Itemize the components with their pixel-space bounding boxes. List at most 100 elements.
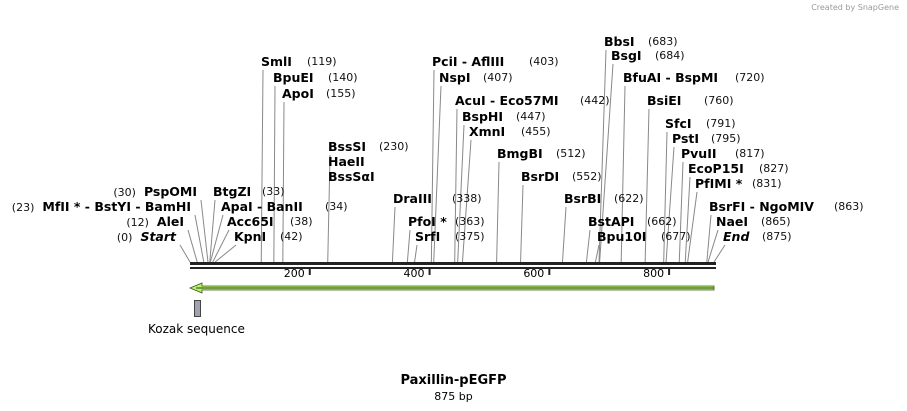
- site-position: (155): [326, 87, 356, 100]
- site-label-bsrfi[interactable]: BsrFI - NgoMIV(863): [709, 200, 864, 214]
- enzyme-name: BfuAI - BspMI: [623, 70, 719, 85]
- enzyme-name: ApoI: [282, 86, 314, 101]
- enzyme-name: BsiEI: [647, 93, 682, 108]
- site-label-sfci[interactable]: SfcI(791): [665, 117, 736, 131]
- site-label-bsphi[interactable]: BspHI(447): [462, 109, 546, 124]
- leader-line: [598, 49, 607, 263]
- enzyme-name: PfIMI *: [695, 176, 743, 191]
- site-label-bsgi[interactable]: BsgI(684): [611, 49, 685, 63]
- enzyme-name: AcuI - Eco57MI: [455, 93, 559, 108]
- site-label-smli[interactable]: SmlI(119): [261, 54, 337, 69]
- site-label-bsiei[interactable]: BsiEI(760): [647, 93, 734, 108]
- enzyme-name: BssSI: [328, 139, 367, 154]
- leader-line: [687, 191, 698, 263]
- site-position: (403): [529, 55, 559, 68]
- enzyme-name: PvuII: [681, 146, 717, 161]
- site-label-xmni[interactable]: XmnI(455): [469, 124, 551, 139]
- site-position: (791): [706, 117, 736, 130]
- enzyme-name: End: [723, 229, 750, 244]
- site-label-acui[interactable]: AcuI - Eco57MI (442): [455, 93, 610, 108]
- site-label-start[interactable]: (0)Start: [117, 230, 176, 245]
- site-label-srfi[interactable]: SrfI (375): [415, 229, 485, 244]
- site-position: (0): [116, 231, 133, 244]
- site-position: (375): [455, 230, 485, 243]
- sequence-length: 875 bp: [434, 390, 473, 403]
- site-label-bpu10i[interactable]: Bpu10I (677): [597, 229, 691, 244]
- leader-line: [433, 85, 442, 263]
- enzyme-name: XmnI: [469, 124, 506, 139]
- site-label-bsssαi[interactable]: BssSαI: [328, 170, 375, 184]
- leader-line: [209, 214, 224, 263]
- site-label-end[interactable]: End(875): [723, 229, 792, 244]
- site-label-apoi[interactable]: ApoI (155): [282, 86, 356, 101]
- site-label-bbsi[interactable]: BbsI(683): [604, 35, 678, 49]
- site-label-bsrbi[interactable]: BsrBI(622): [564, 192, 644, 206]
- site-label-bsssi[interactable]: BssSI (230): [328, 139, 409, 154]
- site-label-nspi[interactable]: NspI (407): [439, 70, 513, 85]
- tick-label: 200: [283, 267, 305, 280]
- site-position: (442): [580, 94, 610, 107]
- leader-line: [678, 161, 684, 263]
- leader-line: [282, 101, 285, 263]
- site-position: (12): [126, 216, 149, 229]
- site-label-mfii[interactable]: (23)MfII * - BstYI - BamHI: [12, 200, 191, 215]
- site-label-btgzi[interactable]: BtgZI(33): [213, 185, 285, 199]
- site-position: (827): [759, 162, 789, 175]
- leader-line: [200, 199, 209, 263]
- site-position: (34): [325, 200, 348, 213]
- backbone-top-strand: [190, 262, 716, 265]
- site-label-pfoi[interactable]: PfoI *(363): [408, 215, 485, 229]
- enzyme-name: PspOMI: [143, 184, 197, 199]
- leader-line: [496, 161, 500, 263]
- leader-line: [663, 131, 668, 263]
- leader-line: [414, 244, 418, 263]
- enzyme-name: SrfI: [415, 229, 441, 244]
- site-position: (863): [834, 200, 864, 213]
- site-label-alei[interactable]: (12) AleI: [126, 215, 184, 230]
- site-label-kpni[interactable]: KpnI(42): [234, 229, 303, 244]
- site-label-pcii[interactable]: PciI - AflIII (403): [432, 54, 559, 69]
- leader-line: [713, 244, 726, 263]
- site-position: (140): [328, 71, 358, 84]
- site-label-bfuai[interactable]: BfuAI - BspMI(720): [623, 70, 765, 85]
- site-position: (407): [483, 71, 513, 84]
- site-position: (831): [752, 177, 782, 190]
- enzyme-name: Bpu10I: [597, 229, 647, 244]
- leader-line: [214, 244, 237, 263]
- enzyme-name: SmlI: [261, 54, 292, 69]
- site-label-ecop15i[interactable]: EcoP15I(827): [688, 162, 789, 176]
- site-label-bpuei[interactable]: BpuEI (140): [273, 70, 358, 85]
- leader-line: [599, 63, 614, 263]
- leader-line: [260, 69, 264, 263]
- site-position: (683): [648, 35, 678, 48]
- enzyme-name: BspHI: [462, 109, 504, 124]
- site-label-pvuii[interactable]: PvuII (817): [681, 146, 765, 161]
- site-position: (677): [661, 230, 691, 243]
- site-position: (817): [735, 147, 765, 160]
- site-position: (230): [379, 140, 409, 153]
- site-label-pspomi[interactable]: (30)PspOMI: [113, 185, 197, 200]
- site-label-bsrdi[interactable]: BsrDI(552): [521, 170, 602, 184]
- site-label-naei[interactable]: NaeI(865): [716, 215, 791, 229]
- enzyme-name: PciI - AflIII: [432, 54, 505, 69]
- enzyme-name: AleI: [156, 214, 184, 229]
- site-label-draiii[interactable]: DraIII(338): [393, 192, 482, 206]
- site-label-acc65i[interactable]: Acc65I(38): [227, 215, 313, 229]
- site-label-psti[interactable]: PstI(795): [672, 132, 741, 146]
- site-position: (662): [647, 215, 677, 228]
- kozak-feature: [194, 300, 201, 317]
- site-position: (795): [711, 132, 741, 145]
- snapgene-credit: Created by SnapGene: [811, 3, 899, 12]
- enzyme-name: KpnI: [234, 229, 267, 244]
- leader-line: [391, 206, 396, 263]
- site-label-haeii[interactable]: HaeII: [328, 155, 365, 169]
- leader-line: [209, 199, 216, 263]
- site-label-bstapi[interactable]: BstAPI(662): [588, 215, 677, 229]
- site-label-bmgbi[interactable]: BmgBI(512): [497, 147, 586, 161]
- enzyme-name: BpuEI: [273, 70, 314, 85]
- kozak-feature-label[interactable]: Kozak sequence: [148, 322, 245, 336]
- site-label-apai[interactable]: ApaI - BanII(34): [221, 200, 348, 214]
- leader-line: [457, 124, 465, 263]
- site-label-pfimi[interactable]: PfIMI * (831): [695, 176, 782, 191]
- enzyme-name: NspI: [439, 70, 471, 85]
